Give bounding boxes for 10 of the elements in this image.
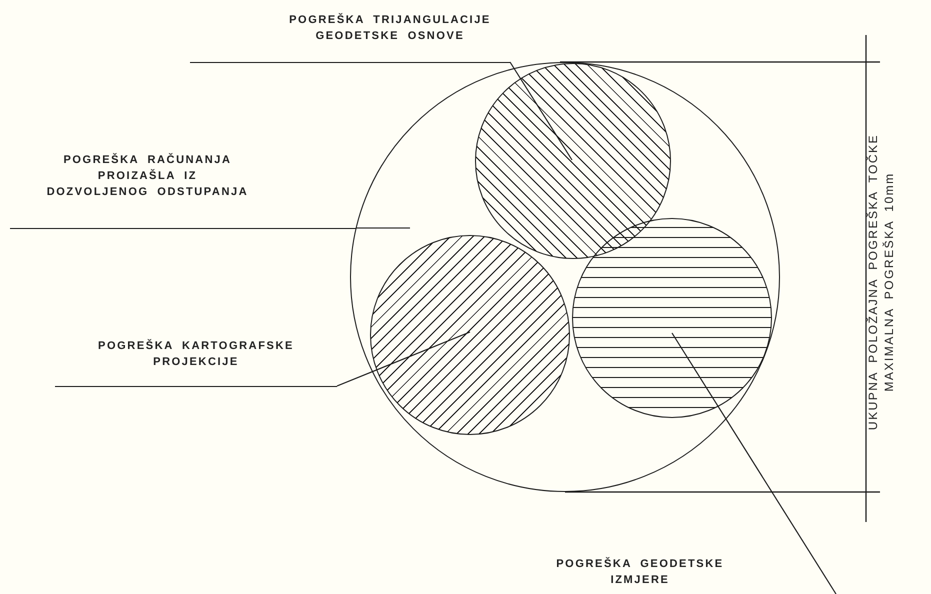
leader-line: [672, 332, 836, 594]
callout-label: POGREŠKA KARTOGRAFSKE PROJEKCIJE: [55, 338, 337, 387]
dimension-label: UKUPNA POLOŽAJNA POGREŠKA TOČKE MAXIMALNA POGREŠKA 10mm: [865, 132, 897, 432]
outer-circle: [350, 62, 780, 492]
callout-label: POGREŠKA TRIJANGULACIJE GEODETSKE OSNOVE: [190, 12, 510, 63]
leader-line: [510, 62, 572, 160]
leader-line: [336, 332, 470, 386]
callout-label: POGREŠKA GEODETSKE IZMJERE: [555, 556, 725, 588]
callout-label: POGREŠKA RAČUNANJA PROIZAŠLA IZ DOZVOLJENOG ODSTUPANJA: [10, 152, 356, 229]
leader-line: [356, 227, 410, 229]
